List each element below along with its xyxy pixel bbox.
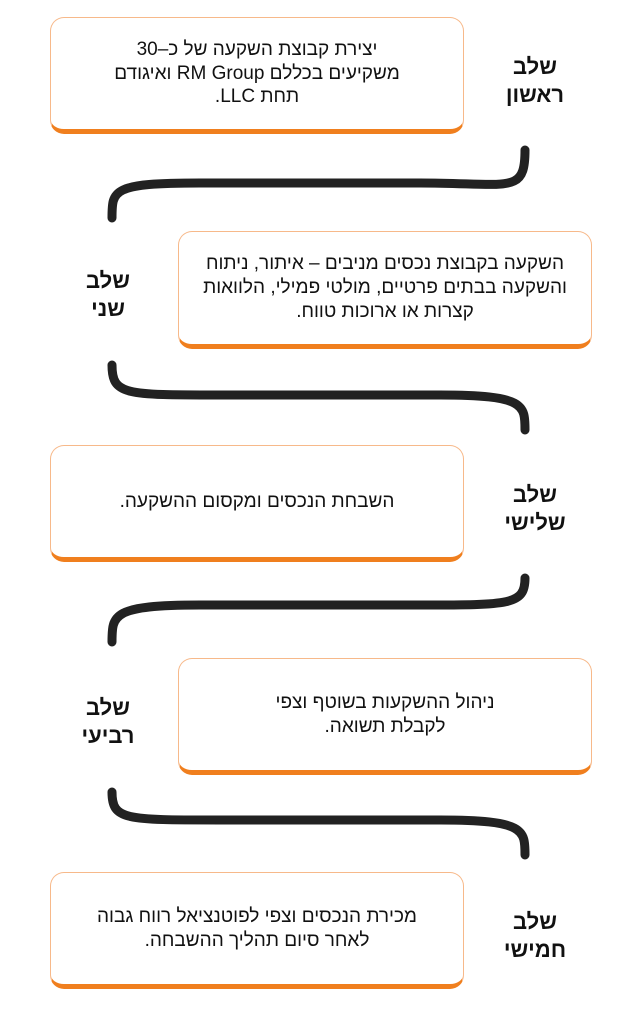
step-5-label: שלב חמישי bbox=[485, 908, 585, 963]
connector-4-5 bbox=[107, 787, 530, 860]
step-4-label: שלב רביעי bbox=[58, 694, 158, 749]
step-2-label: שלב שני bbox=[58, 267, 158, 322]
step-1-label-line2: ראשון bbox=[505, 81, 565, 107]
step-3-label-line1: שלב bbox=[513, 482, 557, 507]
step-5-label-line2: חמישי bbox=[503, 936, 567, 962]
step-4-label-line1: שלב bbox=[86, 695, 130, 720]
step-2-text: השקעה בקבוצת נכסים מניבים – איתור, ניתוח… bbox=[203, 253, 567, 322]
step-1-label-line1: שלב bbox=[513, 54, 557, 79]
step-3-label: שלב שלישי bbox=[485, 481, 585, 536]
connector-3-4 bbox=[107, 573, 530, 647]
step-1-box: יצירת קבוצת השקעה של כ–30 משקיעים בכללם … bbox=[50, 17, 464, 134]
connector-2-3 bbox=[107, 360, 530, 435]
step-4-label-line2: רביעי bbox=[81, 722, 135, 748]
step-2-box: השקעה בקבוצת נכסים מניבים – איתור, ניתוח… bbox=[178, 231, 592, 349]
step-5-text: מכירת הנכסים וצפי לפוטנציאל רווח גבוה לא… bbox=[96, 905, 417, 951]
step-4-box: ניהול ההשקעות בשוטף וצפי לקבלת תשואה. bbox=[178, 658, 592, 775]
step-4-text: ניהול ההשקעות בשוטף וצפי לקבלת תשואה. bbox=[275, 691, 495, 737]
step-1-label: שלב ראשון bbox=[485, 53, 585, 108]
step-2-label-line2: שני bbox=[91, 295, 125, 321]
step-3-box: השבחת הנכסים ומקסום ההשקעה. bbox=[50, 445, 464, 562]
connector-1-2 bbox=[107, 145, 530, 223]
step-5-label-line1: שלב bbox=[513, 909, 557, 934]
step-5-box: מכירת הנכסים וצפי לפוטנציאל רווח גבוה לא… bbox=[50, 872, 464, 989]
step-3-label-line2: שלישי bbox=[504, 509, 566, 535]
step-1-text: יצירת קבוצת השקעה של כ–30 משקיעים בכללם … bbox=[114, 38, 400, 108]
step-3-text: השבחת הנכסים ומקסום ההשקעה. bbox=[119, 490, 395, 512]
step-2-label-line1: שלב bbox=[86, 268, 130, 293]
